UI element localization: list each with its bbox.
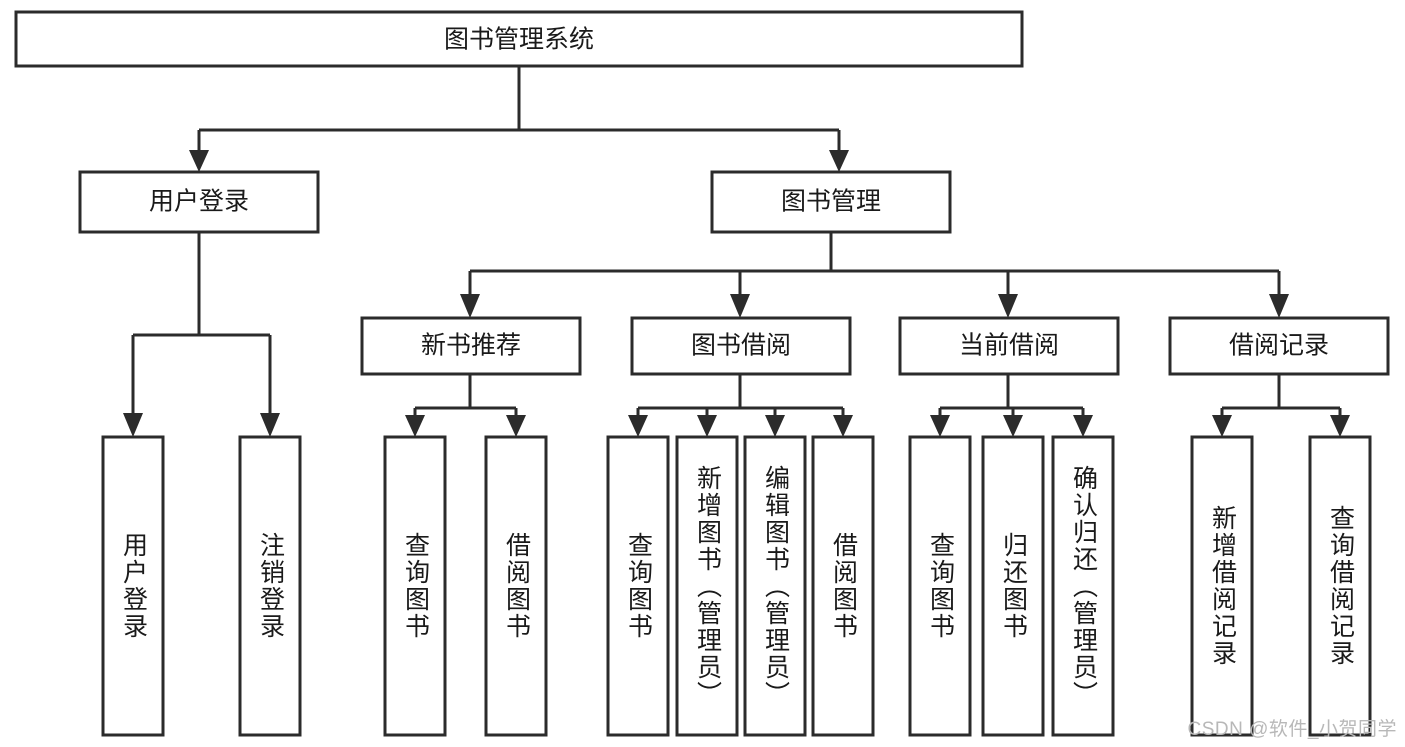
leaf-return-book-label: 归还图书 <box>999 532 1028 640</box>
arrow-head-leaf-add-record <box>1212 415 1232 437</box>
leaf-logout-label: 注销登录 <box>256 532 285 640</box>
node-borrow-record[interactable]: 借阅记录 <box>1168 316 1390 376</box>
leaf-query-book-3-box[interactable] <box>908 435 972 737</box>
node-book-manage-label: 图书管理 <box>781 188 881 216</box>
node-book-borrow[interactable]: 图书借阅 <box>630 316 852 376</box>
leaf-edit-book-label: 编辑图书（管理员） <box>761 464 790 708</box>
node-borrow-record-label: 借阅记录 <box>1229 332 1329 360</box>
arrow-head-leaf-borrow-book-2 <box>833 415 853 437</box>
node-root-box[interactable] <box>14 10 1024 68</box>
arrow-head-leaf-query-book-1 <box>405 415 425 437</box>
leaf-add-record-box[interactable] <box>1190 435 1254 737</box>
leaf-query-book-2-label: 查询图书 <box>624 532 653 640</box>
arrow-head-user-login <box>189 150 209 172</box>
arrow-head-leaf-query-book-2 <box>628 415 648 437</box>
node-book-manage[interactable]: 图书管理 <box>710 170 952 234</box>
leaf-user-login-box[interactable] <box>101 435 165 737</box>
leaf-confirm-return-label: 确认归还（管理员） <box>1069 464 1098 708</box>
node-new-book-recommend[interactable]: 新书推荐 <box>360 316 582 376</box>
node-new-book-recommend-box[interactable] <box>360 316 582 376</box>
arrow-head-leaf-borrow-book-1 <box>506 415 526 437</box>
leaf-borrow-book-1-box[interactable] <box>484 435 548 737</box>
leaf-query-record-label: 查询借阅记录 <box>1326 505 1355 667</box>
node-root[interactable]: 图书管理系统 <box>14 10 1024 68</box>
connector-layer <box>123 66 1350 437</box>
leaf-user-login-label: 用户登录 <box>119 532 148 640</box>
leaf-borrow-book-1-label: 借阅图书 <box>502 532 531 640</box>
arrow-head-leaf-add-book <box>697 415 717 437</box>
leaf-add-book-box[interactable] <box>675 435 739 737</box>
node-current-borrow[interactable]: 当前借阅 <box>898 316 1120 376</box>
leaf-borrow-book-2-label: 借阅图书 <box>829 532 858 640</box>
arrow-head-leaf-return-book <box>1003 415 1023 437</box>
node-current-borrow-label: 当前借阅 <box>959 332 1059 360</box>
leaf-query-record-box[interactable] <box>1308 435 1372 737</box>
node-user-login-box[interactable] <box>78 170 320 234</box>
arrow-head-leaf-edit-book <box>765 415 785 437</box>
arrow-head-borrow-record <box>1269 294 1289 318</box>
leaf-add-book-label: 新增图书（管理员） <box>693 464 722 708</box>
node-book-borrow-label: 图书借阅 <box>691 332 791 360</box>
leaf-logout-box[interactable] <box>238 435 302 737</box>
leaf-confirm-return-box[interactable] <box>1051 435 1115 737</box>
node-book-borrow-box[interactable] <box>630 316 852 376</box>
node-borrow-record-box[interactable] <box>1168 316 1390 376</box>
leaf-query-book-1-label: 查询图书 <box>401 532 430 640</box>
arrow-head-leaf-query-book-3 <box>930 415 950 437</box>
leaf-query-book-3-label: 查询图书 <box>926 532 955 640</box>
arrow-head-leaf-user-login <box>123 413 143 437</box>
node-root-label: 图书管理系统 <box>444 26 594 54</box>
leaf-query-book-1-box[interactable] <box>383 435 447 737</box>
arrow-head-book-borrow <box>730 294 750 318</box>
csdn-watermark: CSDN @软件_小贺同学 <box>1187 719 1397 740</box>
node-new-book-recommend-label: 新书推荐 <box>421 332 521 360</box>
leaf-add-record-label: 新增借阅记录 <box>1208 505 1237 667</box>
node-current-borrow-box[interactable] <box>898 316 1120 376</box>
arrow-head-leaf-confirm-return <box>1073 415 1093 437</box>
leaf-edit-book-box[interactable] <box>743 435 807 737</box>
node-user-login[interactable]: 用户登录 <box>78 170 320 234</box>
arrow-head-book-manage <box>829 150 849 172</box>
node-user-login-label: 用户登录 <box>149 188 249 216</box>
arrow-head-leaf-logout <box>260 413 280 437</box>
leaf-return-book-box[interactable] <box>981 435 1045 737</box>
arrow-head-new-book-recommend <box>460 294 480 318</box>
node-book-manage-box[interactable] <box>710 170 952 234</box>
arrow-head-leaf-query-record <box>1330 415 1350 437</box>
leaf-box-layer <box>101 435 1372 737</box>
leaf-query-book-2-box[interactable] <box>606 435 670 737</box>
leaf-borrow-book-2-box[interactable] <box>811 435 875 737</box>
arrow-head-current-borrow <box>998 294 1018 318</box>
